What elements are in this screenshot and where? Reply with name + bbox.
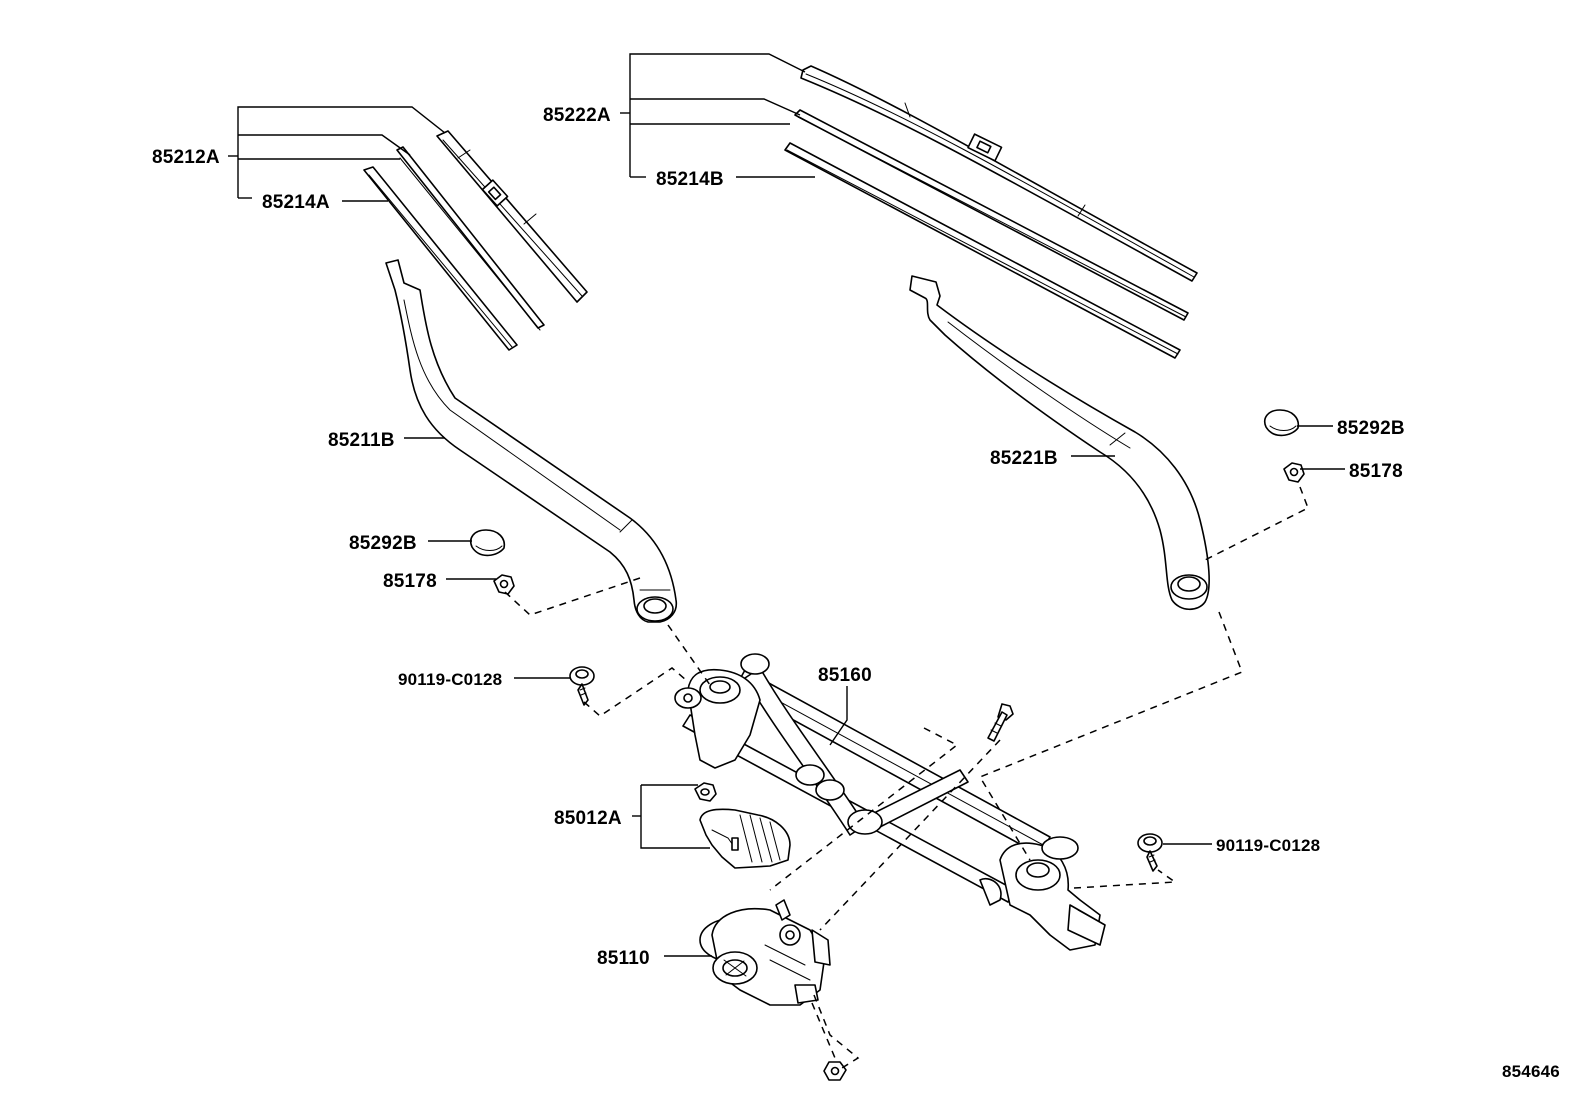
part-labels: 85212A 85214A 85222A 85214B 85211B 85221… xyxy=(152,105,1560,1081)
label-85292B-left: 85292B xyxy=(349,533,417,554)
leader-lines xyxy=(228,53,1345,957)
label-85212A: 85212A xyxy=(152,147,220,168)
wiper-motor xyxy=(699,899,831,1006)
right-wiper-blade xyxy=(784,65,1198,359)
label-85214B: 85214B xyxy=(656,169,724,190)
label-85292B-right: 85292B xyxy=(1337,418,1405,439)
pivot-cap-right xyxy=(1264,409,1300,437)
left-wiper-arm xyxy=(385,259,678,623)
bolt-center xyxy=(987,703,1014,742)
pivot-cap-left xyxy=(470,529,506,557)
bolt-right xyxy=(1137,833,1163,872)
label-85178-right: 85178 xyxy=(1349,461,1403,482)
bolt-left xyxy=(569,666,595,706)
nut-right xyxy=(1283,462,1305,483)
nut-left xyxy=(493,574,515,595)
dashed-installation-lines xyxy=(504,486,1309,1069)
label-85110: 85110 xyxy=(597,948,650,969)
left-wiper-blade xyxy=(363,130,588,351)
motor-nut xyxy=(823,1061,847,1081)
label-85160: 85160 xyxy=(818,665,872,686)
motor-bracket-grommet xyxy=(694,782,791,869)
right-wiper-arm xyxy=(909,275,1210,611)
label-90119-C0128-right: 90119-C0128 xyxy=(1216,836,1320,855)
label-85222A: 85222A xyxy=(543,105,611,126)
label-85221B: 85221B xyxy=(990,448,1058,469)
label-85012A: 85012A xyxy=(554,808,622,829)
wiper-linkage-assembly xyxy=(674,653,1106,951)
diagram-id: 854646 xyxy=(1502,1062,1560,1081)
label-85211B: 85211B xyxy=(328,430,395,451)
label-85178-left: 85178 xyxy=(383,571,437,592)
label-85214A: 85214A xyxy=(262,192,330,213)
label-90119-C0128-left: 90119-C0128 xyxy=(398,670,502,689)
